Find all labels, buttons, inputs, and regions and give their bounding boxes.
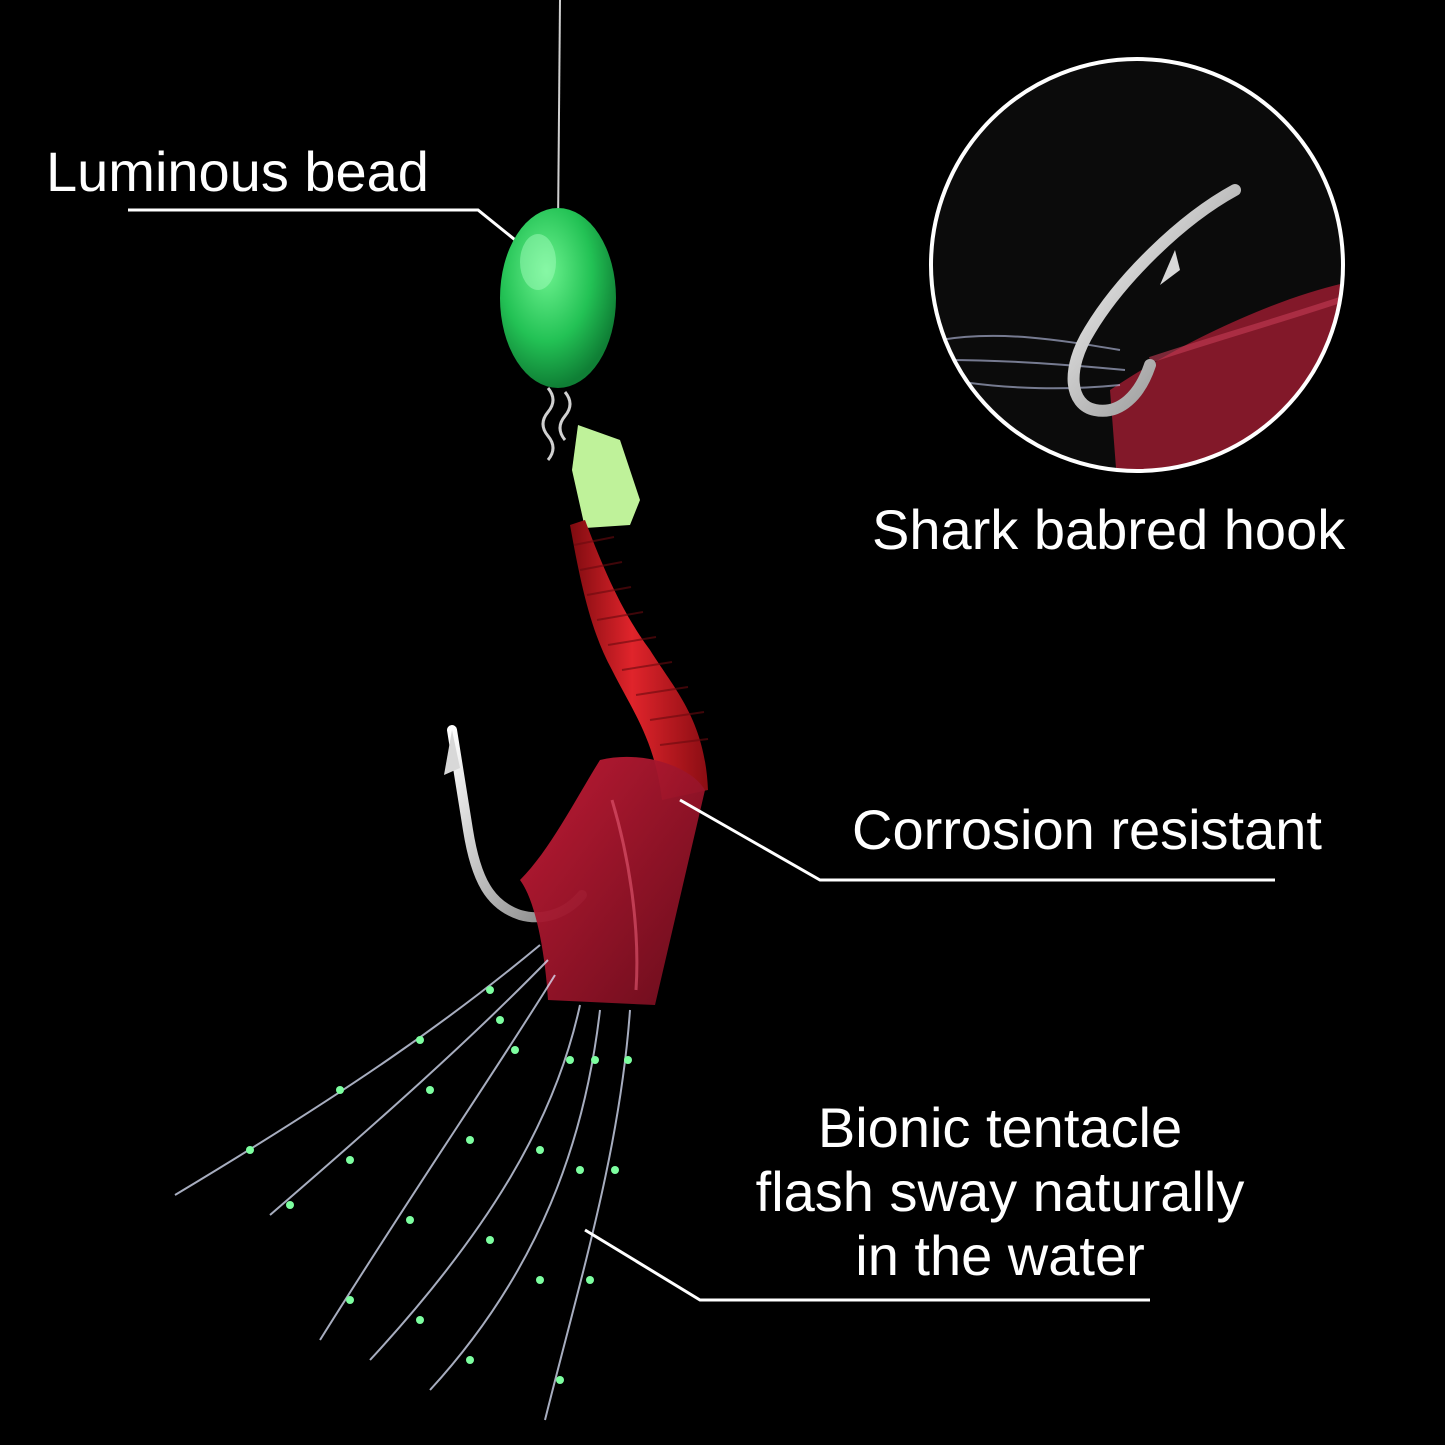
tentacle-label-line-3: in the water bbox=[855, 1224, 1145, 1287]
tentacle-leader-line bbox=[584, 1228, 1150, 1302]
fishing-line bbox=[557, 0, 561, 229]
shark-hook-label: Shark babred hook bbox=[872, 498, 1346, 561]
bionic-tentacle-label: Bionic tentacle flash sway naturally in … bbox=[710, 1096, 1290, 1288]
inset-circle-border bbox=[929, 57, 1345, 473]
tentacle-label-line-1: Bionic tentacle bbox=[817, 1096, 1183, 1159]
bead-leader-line bbox=[128, 208, 541, 262]
tentacle-glints bbox=[246, 986, 632, 1384]
luminous-bead-label: Luminous bead bbox=[46, 140, 429, 203]
tentacle-label-line-2: flash sway naturally bbox=[755, 1160, 1245, 1223]
swivel bbox=[541, 387, 572, 461]
glow-collar bbox=[572, 425, 640, 528]
red-skirt bbox=[520, 756, 705, 1005]
red-tube bbox=[570, 520, 708, 800]
tentacles bbox=[174, 944, 631, 1421]
luminous-bead bbox=[500, 208, 616, 388]
corrosion-resistant-label: Corrosion resistant bbox=[852, 798, 1322, 861]
magnified-hook-inset bbox=[929, 57, 1345, 473]
corrosion-leader-line bbox=[679, 798, 1275, 882]
